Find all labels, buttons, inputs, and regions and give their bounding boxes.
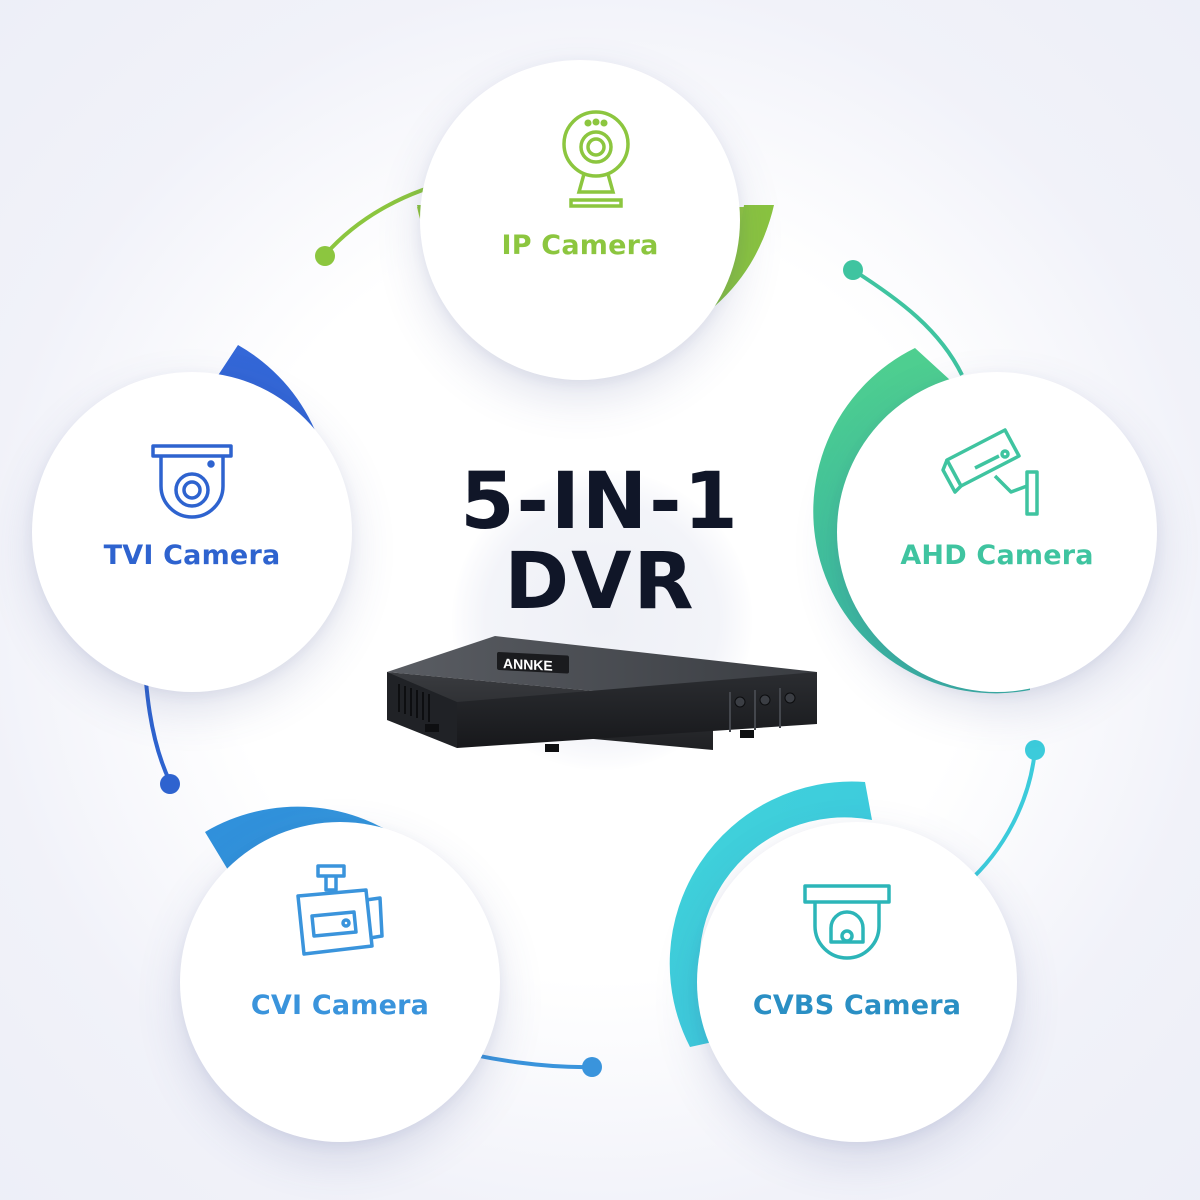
tvi-camera-label: TVI Camera <box>103 540 281 571</box>
ip-connector-dot <box>315 246 335 266</box>
brand-text: ANNKE <box>503 655 553 674</box>
tvi-camera-bubble: TVI Camera <box>32 372 352 692</box>
front-button-2 <box>759 694 771 706</box>
ahd-camera-label: AHD Camera <box>900 540 1094 571</box>
dvr-device: ANNKE <box>387 636 817 752</box>
cvi-camera-bubble: CVI Camera <box>180 822 500 1142</box>
tvi-connector-dot <box>160 774 180 794</box>
title-line1: 5-IN-1 <box>460 457 740 547</box>
cvbs-camera-label: CVBS Camera <box>752 990 962 1021</box>
vent-slots <box>398 684 430 722</box>
turret-camera-icon <box>151 444 233 519</box>
ip-webcam-icon <box>562 110 630 208</box>
cvbs-connector-dot <box>1025 740 1045 760</box>
cvbs-camera-bubble: CVBS Camera <box>697 822 1017 1142</box>
cvbs-arc <box>669 781 872 1047</box>
cvi-camera-label: CVI Camera <box>250 990 430 1021</box>
ahd-connector-dot <box>843 260 863 280</box>
cvi-connector-dot <box>582 1057 602 1077</box>
title-line2: DVR <box>504 537 696 627</box>
ahd-camera-bubble: AHD Camera <box>837 372 1157 692</box>
brand-badge <box>497 651 569 674</box>
cvbs-connector <box>963 749 1037 887</box>
box-camera-icon <box>296 864 384 956</box>
front-button-3 <box>784 692 796 704</box>
bullet-camera-icon <box>941 428 1039 516</box>
dome-camera-icon <box>803 884 891 960</box>
ip-camera-bubble: IP Camera <box>420 60 740 380</box>
ip-camera-label: IP Camera <box>501 230 659 261</box>
ahd-connector <box>851 268 964 376</box>
front-button-1 <box>734 696 746 708</box>
